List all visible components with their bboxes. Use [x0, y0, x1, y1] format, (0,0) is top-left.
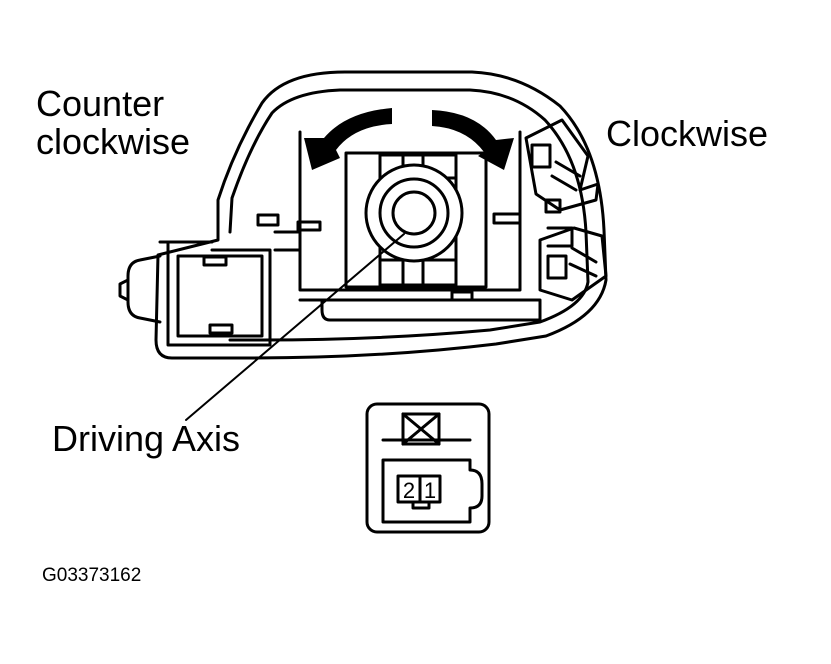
inner-frame-bottom: [298, 298, 542, 322]
clip-lower: [538, 226, 608, 302]
left-bracket: [273, 230, 302, 252]
left-tab: [256, 213, 280, 227]
clockwise-label: Clockwise: [606, 113, 769, 154]
connector-pin-upper: [202, 255, 228, 267]
connector-latch: [411, 500, 431, 510]
connector-face-outer: [365, 402, 491, 534]
figure-id: G03373162: [42, 565, 142, 586]
axis-shaft: [391, 190, 437, 236]
right-bracket: [546, 226, 574, 248]
housing-outline: [154, 70, 608, 360]
connector-face-inner: [381, 458, 484, 524]
frame-slot: [450, 290, 474, 302]
right-pin: [492, 212, 522, 225]
housing-inner: [228, 88, 590, 342]
axis-middle-ring: [378, 177, 450, 249]
counter-clockwise-label-line2: clockwise: [36, 121, 191, 162]
clip-upper: [524, 118, 600, 212]
counter-clockwise-arrow: [304, 108, 392, 170]
connector-plug-tab: [118, 278, 130, 302]
clockwise-arrow: [432, 110, 514, 170]
counter-clockwise-label: Counter: [36, 83, 165, 124]
driving-axis-leader: [185, 233, 405, 421]
right-tab: [544, 198, 562, 214]
connector-body-left: [176, 254, 264, 338]
connector-plug: [126, 254, 162, 324]
left-pin: [296, 220, 322, 232]
connector-housing-left: [158, 240, 272, 347]
pin-label-1: 1: [424, 478, 436, 503]
core-housing: [344, 151, 488, 289]
connector-key: [401, 412, 441, 446]
driving-axis-label: Driving Axis: [52, 418, 241, 459]
pin-label-2: 2: [403, 478, 415, 503]
connector-pin-lower: [208, 323, 234, 335]
inner-frame: [298, 130, 522, 292]
